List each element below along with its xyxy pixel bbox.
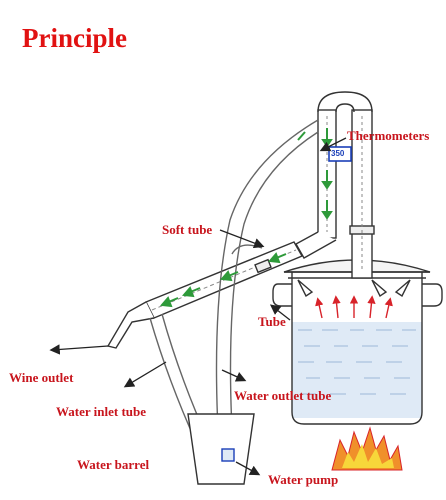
pot-water	[292, 322, 422, 418]
page-title: Principle	[22, 23, 127, 53]
water-pump-icon	[221, 448, 235, 462]
label-pointers	[49, 137, 347, 476]
boiler-pot	[272, 259, 443, 425]
thermometers-label: Thermometers	[347, 128, 430, 143]
thermometer-reading: 350	[331, 149, 345, 158]
water-inlet-tube-label: Water inlet tube	[56, 404, 147, 419]
soft-tube-label: Soft tube	[162, 222, 213, 237]
tube-label: Tube	[258, 314, 286, 329]
water-outlet-tube-label: Water outlet tube	[234, 388, 332, 403]
water-pump-label: Water pump	[268, 472, 339, 487]
fire-icon	[331, 426, 403, 471]
water-ripples	[298, 329, 416, 395]
thermometer-gauge	[328, 146, 352, 162]
water-barrel-label: Water barrel	[77, 457, 150, 472]
wine-outlet-label: Wine outlet	[9, 370, 74, 385]
flow-arrows	[160, 128, 333, 308]
water-barrel	[187, 413, 255, 485]
heat-arrows	[315, 295, 393, 319]
